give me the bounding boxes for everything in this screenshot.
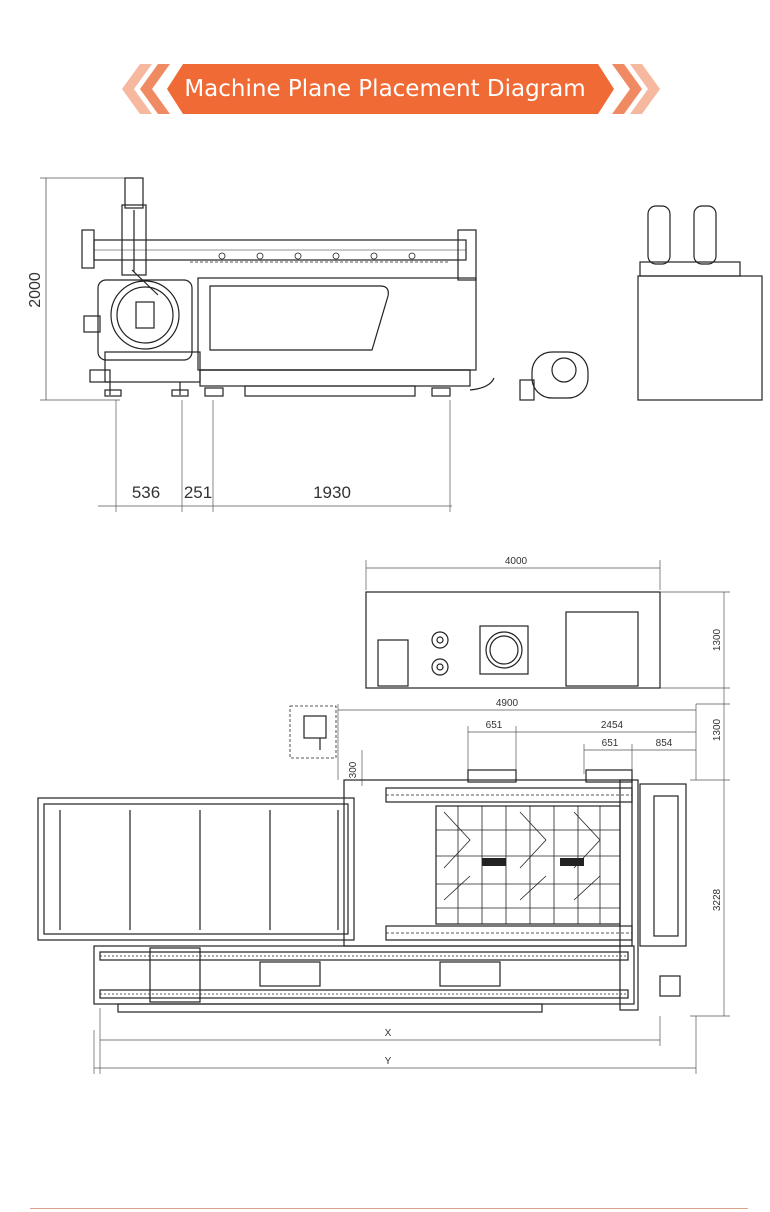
overall-width-dimension: 4900	[496, 698, 519, 709]
dimension-2454: 2454	[601, 720, 624, 731]
width-dimension-3: 1930	[313, 483, 351, 502]
dimension-300: 300	[348, 761, 359, 778]
left-chevron-inner	[140, 64, 170, 114]
bottom-divider	[30, 1208, 748, 1209]
dimension-651-a: 651	[486, 720, 503, 731]
gap-depth-dimension: 1300	[712, 718, 723, 741]
header-banner: Machine Plane Placement Diagram	[0, 0, 770, 130]
plan-view-machine	[37, 688, 730, 1074]
height-dimension: 2000	[27, 272, 44, 308]
banner-shape	[122, 64, 660, 114]
right-chevron-inner	[612, 64, 642, 114]
right-chevron-outer	[630, 64, 660, 114]
dust-extractor	[519, 351, 589, 401]
width-dimension-1: 536	[132, 483, 160, 502]
banner-body	[167, 64, 614, 114]
side-view	[40, 177, 763, 512]
aux-width-dimension: 4000	[505, 556, 528, 567]
dimension-x: X	[385, 1028, 392, 1039]
dimension-y: Y	[385, 1056, 392, 1067]
left-chevron-outer	[122, 64, 152, 114]
dimension-854: 854	[656, 738, 673, 749]
laser-source-cabinet	[637, 205, 763, 401]
machine-depth-dimension: 3228	[712, 888, 723, 911]
aux-depth-dimension: 1300	[712, 628, 723, 651]
dimension-651-b: 651	[602, 738, 619, 749]
width-dimension-2: 251	[184, 483, 212, 502]
plan-view-aux	[365, 560, 730, 689]
page-title: Machine Plane Placement Diagram	[184, 76, 586, 102]
